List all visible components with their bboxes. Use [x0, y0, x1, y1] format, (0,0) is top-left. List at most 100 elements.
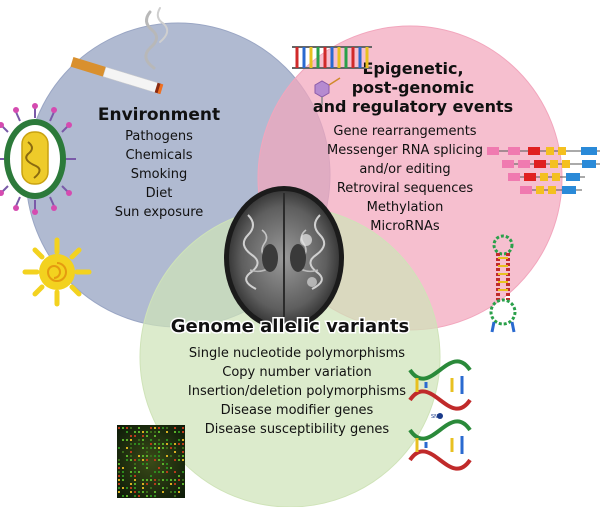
list-item: MicroRNAs — [370, 219, 440, 234]
microarray-spot — [118, 459, 120, 461]
dna-ladder-icon — [292, 46, 372, 105]
microarray-spot — [134, 459, 136, 461]
list-item: Retroviral sequences — [337, 181, 474, 196]
microarray-spot — [154, 427, 156, 429]
microarray-spot — [158, 483, 160, 485]
microarray-spot — [134, 435, 136, 437]
microarray-spot — [182, 483, 184, 485]
microarray-spot — [138, 471, 140, 473]
microarray-spot — [174, 431, 176, 433]
microarray-spot — [126, 487, 128, 489]
microarray-spot — [178, 479, 180, 481]
microarray-spot — [130, 439, 132, 441]
list-item: Copy number variation — [222, 365, 371, 380]
microarray-spot — [182, 427, 184, 429]
microarray-spot — [158, 447, 160, 449]
microarray-spot — [134, 479, 136, 481]
microarray-spot — [130, 435, 132, 437]
microarray-spot — [122, 479, 124, 481]
microarray-spot — [178, 439, 180, 441]
microarray-spot — [182, 471, 184, 473]
microarray-spot — [150, 479, 152, 481]
microarray-spot — [146, 467, 148, 469]
microarray-spot — [166, 455, 168, 457]
microarray-spot — [158, 439, 160, 441]
microarray-spot — [162, 471, 164, 473]
microarray-spot — [174, 451, 176, 453]
microarray-spot — [126, 495, 128, 497]
microarray-spot — [174, 495, 176, 497]
microarray-spot — [122, 475, 124, 477]
microarray-spot — [122, 439, 124, 441]
microarray-spot — [150, 431, 152, 433]
microarray-spot — [150, 495, 152, 497]
microarray-spot — [134, 483, 136, 485]
microarray-spot — [178, 487, 180, 489]
genome-list: Single nucleotide polymorphisms Copy num… — [188, 346, 406, 437]
microarray-spot — [178, 491, 180, 493]
microarray-spot — [158, 467, 160, 469]
microarray-spot — [118, 447, 120, 449]
list-item: Disease susceptibility genes — [205, 422, 390, 437]
microarray-spot — [134, 471, 136, 473]
microarray-spot — [146, 463, 148, 465]
microarray-spot — [170, 447, 172, 449]
microarray-spot — [162, 447, 164, 449]
microarray-spot — [118, 491, 120, 493]
microarray-spot — [182, 451, 184, 453]
microarray-spot — [158, 479, 160, 481]
microarray-spot — [130, 491, 132, 493]
microarray-spot — [178, 475, 180, 477]
microarray-spot — [154, 435, 156, 437]
microarray-spot — [126, 459, 128, 461]
microarray-spot — [130, 459, 132, 461]
microarray-spot — [162, 443, 164, 445]
microarray-spot — [134, 443, 136, 445]
microarray-spot — [146, 447, 148, 449]
microarray-spot — [158, 431, 160, 433]
microarray-spot — [154, 479, 156, 481]
microarray-spot — [142, 435, 144, 437]
microarray-spot — [182, 479, 184, 481]
microarray-spot — [154, 459, 156, 461]
microarray-spot — [122, 467, 124, 469]
microarray-spot — [146, 495, 148, 497]
microarray-spot — [174, 443, 176, 445]
microarray-spot — [126, 455, 128, 457]
microarray-spot — [166, 447, 168, 449]
microarray-spot — [182, 455, 184, 457]
list-item: Single nucleotide polymorphisms — [189, 346, 405, 361]
microarray-spot — [122, 427, 124, 429]
microarray-spot — [142, 487, 144, 489]
microarray-spot — [118, 479, 120, 481]
microarray-spot — [118, 487, 120, 489]
microarray-spot — [150, 447, 152, 449]
microarray-spot — [130, 455, 132, 457]
dna-helix-icon: SNP — [408, 359, 472, 471]
microarray-spot — [118, 427, 120, 429]
epigenetic-title-line: and regulatory events — [313, 97, 513, 116]
microarray-spot — [174, 491, 176, 493]
genome-title: Genome allelic variants — [171, 316, 410, 337]
microarray-spot — [130, 427, 132, 429]
microarray-spot — [150, 475, 152, 477]
microarray-spot — [142, 463, 144, 465]
microarray-spot — [138, 455, 140, 457]
microarray-spot — [166, 479, 168, 481]
microarray-spot — [134, 495, 136, 497]
microarray-spot — [162, 479, 164, 481]
microarray-spot — [162, 459, 164, 461]
microarray-spot — [150, 443, 152, 445]
microarray-spot — [146, 479, 148, 481]
microarray-spot — [122, 471, 124, 473]
epigenetic-title-line: post-genomic — [352, 78, 475, 97]
microarray-spot — [150, 487, 152, 489]
microarray-spot — [158, 455, 160, 457]
microarray-spot — [182, 443, 184, 445]
environment-title: Environment — [98, 105, 220, 125]
microarray-spot — [134, 431, 136, 433]
microarray-spot — [122, 487, 124, 489]
microarray-spot — [166, 427, 168, 429]
microarray-spot — [130, 483, 132, 485]
microarray-spot — [138, 495, 140, 497]
